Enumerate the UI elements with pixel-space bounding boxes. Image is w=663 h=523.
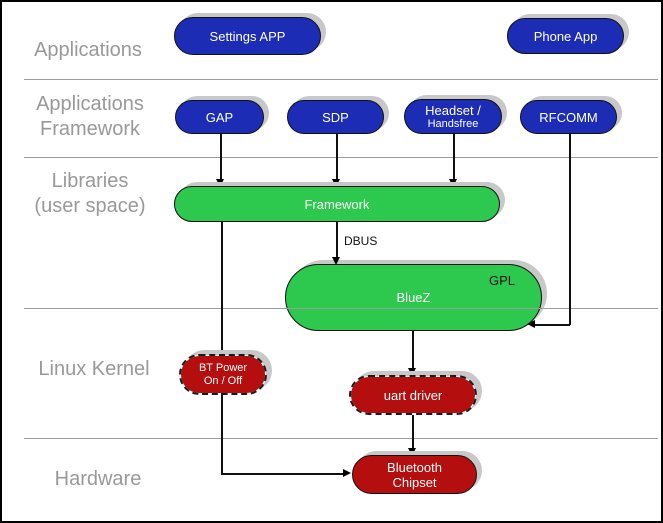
lane-label-line: (user space)	[34, 195, 146, 217]
arrowhead-right-icon	[343, 469, 351, 477]
gpl-license-badge: GPL	[488, 273, 515, 288]
lane-label-hardware: Hardware	[54, 468, 142, 490]
node-uart-driver: uart driver	[349, 375, 477, 415]
lane-label-line: Applications	[36, 93, 144, 115]
node-label-line: Chipset	[392, 474, 437, 490]
edge-sdp-to-framework	[336, 134, 338, 179]
node-bluez: BlueZ GPL	[285, 264, 542, 331]
node-label: BlueZ	[396, 290, 431, 305]
lane-divider	[24, 157, 658, 158]
arrowhead-down-icon	[332, 179, 340, 187]
node-gap: GAP	[175, 100, 264, 134]
node-headset-handsfree: Headset / Handsfree	[404, 99, 502, 134]
node-settings-app: Settings APP	[174, 17, 321, 55]
edge-rfcomm-to-bluez-horizontal	[534, 324, 570, 326]
edge-framework-to-chipset-vertical	[221, 222, 223, 475]
node-label-line: Headset /	[425, 102, 481, 118]
edge-framework-to-bluez	[336, 222, 338, 257]
dbus-edge-label: DBUS	[344, 234, 378, 248]
arrowhead-left-icon	[527, 320, 535, 328]
edge-gap-to-framework	[220, 134, 222, 179]
edge-rfcomm-to-bluez-vertical	[569, 134, 571, 325]
node-phone-app: Phone App	[507, 18, 624, 54]
lane-label-applications-framework: Applications Framework	[14, 92, 166, 142]
lane-label-line: Framework	[39, 118, 140, 140]
lane-label-line: Libraries	[51, 170, 129, 192]
node-label-line: Handsfree	[427, 117, 479, 130]
edge-uart-driver-to-chipset	[412, 415, 414, 448]
edge-bluez-to-uart-driver	[412, 331, 414, 368]
node-bluetooth-chipset: Bluetooth Chipset	[352, 455, 477, 494]
node-sdp: SDP	[287, 100, 384, 134]
node-rfcomm: RFCOMM	[520, 100, 617, 134]
node-label-line: BT Power	[198, 361, 248, 374]
node-label-line: Bluetooth	[387, 459, 442, 475]
lane-label-applications: Applications	[34, 39, 142, 61]
node-label-line: On / Off	[203, 374, 243, 387]
node-bt-power-on-off: BT Power On / Off	[179, 354, 267, 395]
arrowhead-down-icon	[408, 448, 416, 456]
arrowhead-down-icon	[408, 368, 416, 376]
edge-headset-to-framework	[453, 134, 455, 179]
arrowhead-down-icon	[449, 179, 457, 187]
arrowhead-down-icon	[332, 257, 340, 265]
node-framework: Framework	[174, 186, 500, 222]
arrowhead-down-icon	[216, 179, 224, 187]
lane-divider	[24, 308, 658, 309]
lane-label-libraries: Libraries (user space)	[14, 169, 166, 219]
lane-label-linux-kernel: Linux Kernel	[38, 358, 150, 380]
edge-framework-to-chipset-horizontal	[221, 473, 343, 475]
lane-divider	[24, 79, 658, 80]
lane-divider	[24, 438, 658, 439]
